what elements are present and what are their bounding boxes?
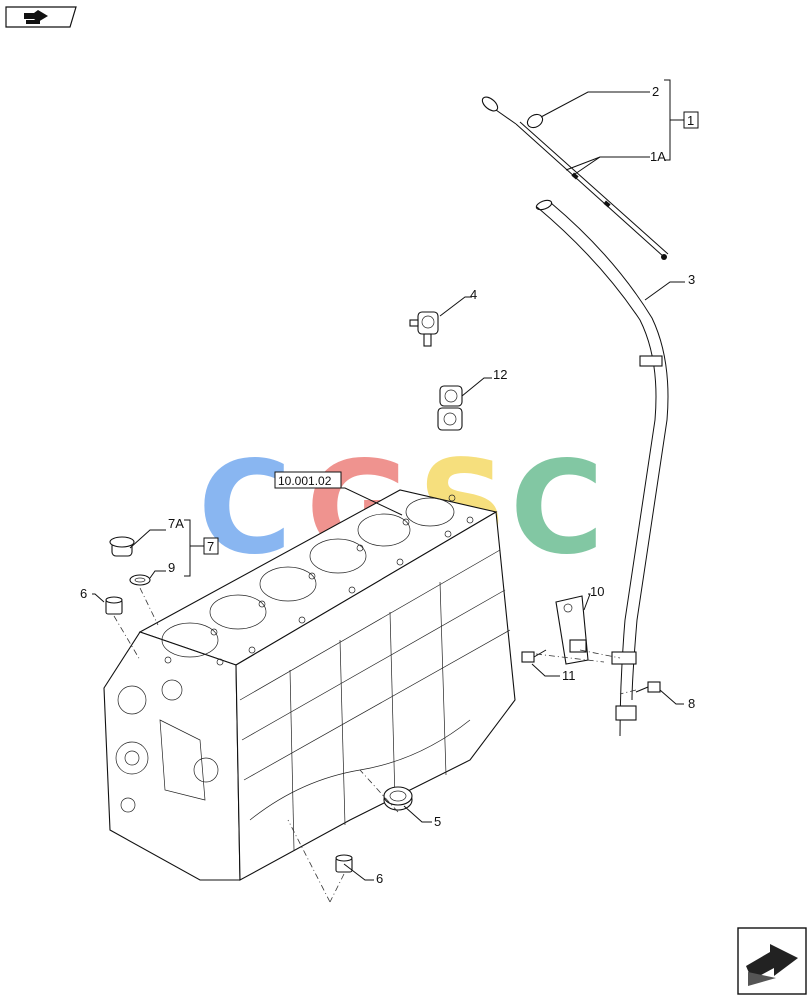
callout-6-upper: 6 (80, 586, 87, 601)
plug (105, 596, 123, 615)
o-ring (526, 113, 544, 129)
plug (335, 854, 353, 873)
callout-1a: 1A (650, 149, 666, 164)
section-reference[interactable]: 10.001.02 (274, 471, 342, 489)
section-reference-label: 10.001.02 (278, 474, 332, 488)
tube-clip (409, 311, 439, 347)
callout-6-lower: 6 (376, 871, 383, 886)
callout-12: 12 (493, 367, 507, 382)
dipstick (481, 96, 669, 260)
book-arrow-icon[interactable] (5, 6, 77, 28)
callout-7[interactable]: 7 (203, 537, 219, 555)
plug-with-washer (109, 536, 151, 586)
dipstick-tube (535, 199, 669, 737)
bolt (635, 681, 661, 693)
group-bracket-7 (184, 519, 204, 577)
watermark-letter-4: C (510, 434, 604, 583)
assembly-lines (113, 587, 637, 903)
callout-1-label: 1 (687, 113, 694, 128)
bolt (521, 649, 547, 663)
engine-block (103, 489, 516, 881)
next-page-arrow-icon[interactable] (737, 927, 807, 995)
callout-10: 10 (590, 584, 604, 599)
callout-9: 9 (168, 560, 175, 575)
mounting-plate (555, 595, 589, 665)
callout-7-label: 7 (207, 539, 214, 554)
callout-5: 5 (434, 814, 441, 829)
group-bracket-1 (664, 79, 684, 161)
callout-1[interactable]: 1 (683, 111, 699, 129)
callout-7a: 7A (168, 516, 184, 531)
callout-3: 3 (688, 272, 695, 287)
seal-ring (383, 786, 413, 811)
callout-4: 4 (470, 287, 477, 302)
callout-8: 8 (688, 696, 695, 711)
tube-bracket (437, 385, 463, 431)
callout-11: 11 (562, 668, 576, 683)
callout-2: 2 (652, 84, 659, 99)
